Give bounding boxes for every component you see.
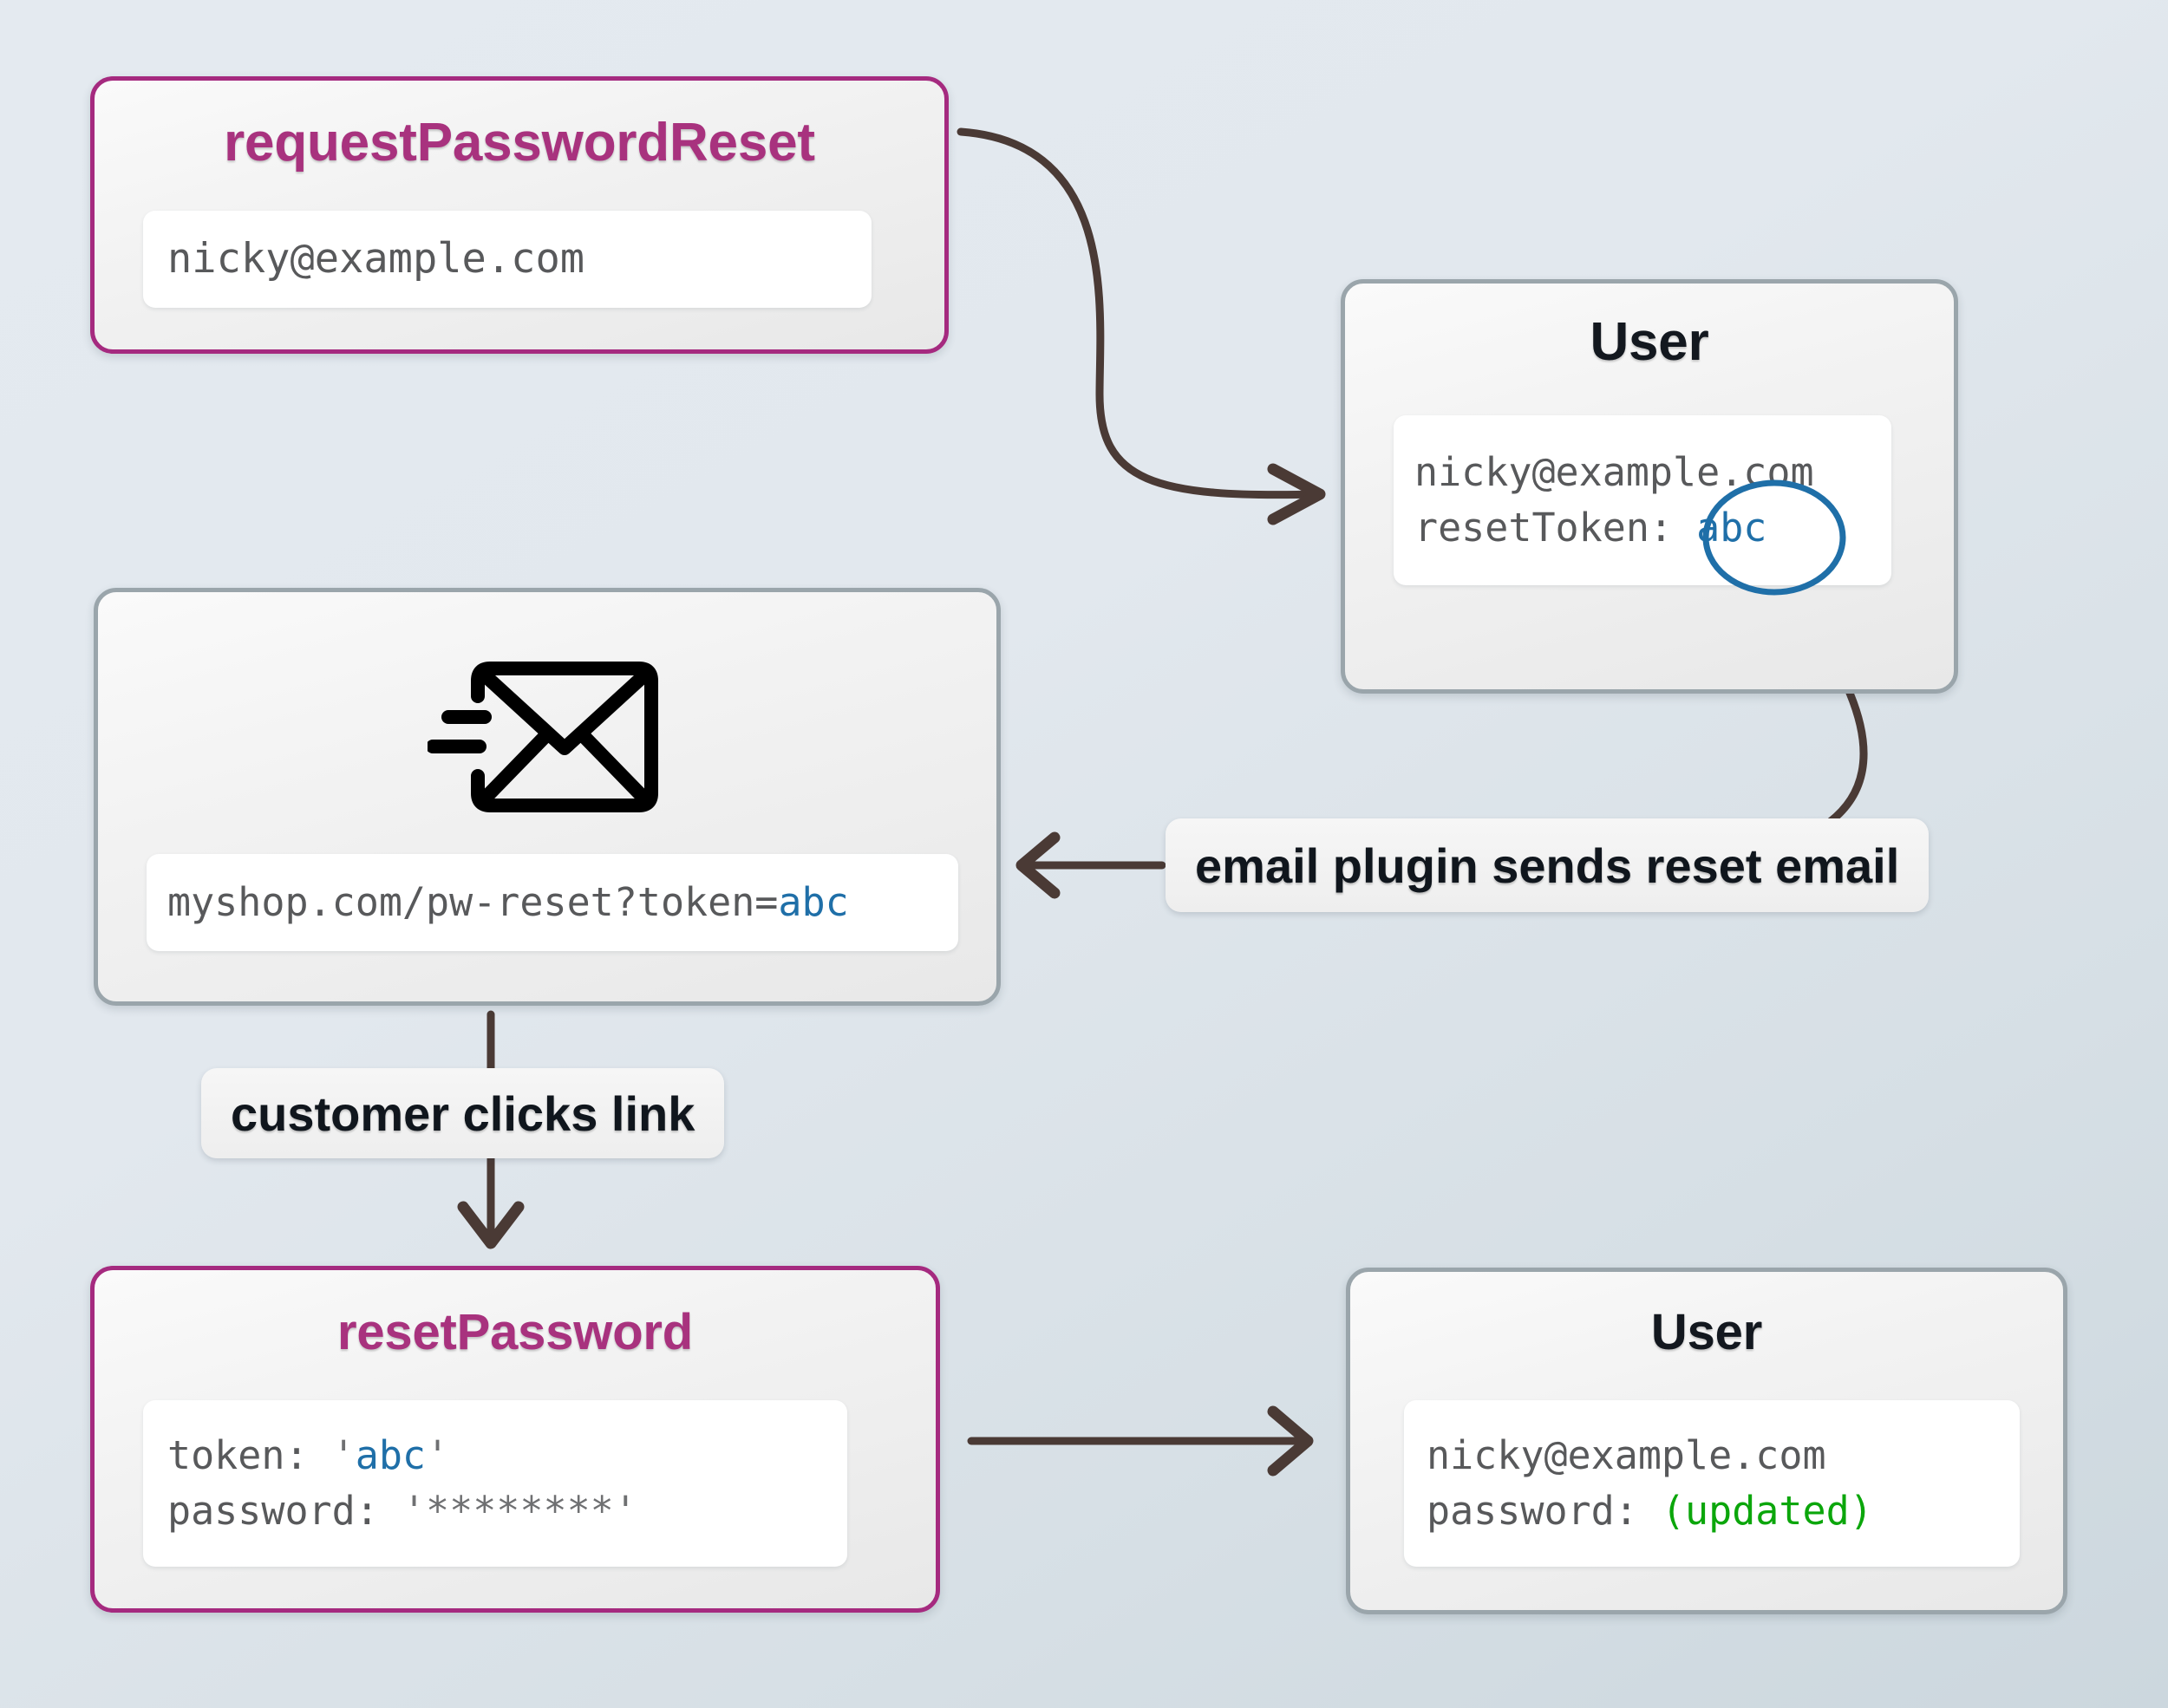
reset-token-value: abc [355, 1432, 427, 1479]
reset-password-label: password: [167, 1488, 402, 1534]
user-bottom-password-label: password: [1427, 1488, 1662, 1534]
node-request-password-reset[interactable]: requestPasswordReset nicky@example.com [90, 76, 949, 354]
email-reset-link-url: myshop.com/pw-reset?token= [167, 879, 779, 926]
email-reset-link-field[interactable]: myshop.com/pw-reset?token=abc [147, 854, 958, 951]
request-email-field[interactable]: nicky@example.com [143, 211, 872, 308]
reset-password-line: password: '********' [167, 1483, 847, 1539]
request-email-value: nicky@example.com [167, 234, 585, 283]
user-bottom-password-line: password: (updated) [1427, 1483, 2020, 1539]
user-bottom-email-value: nicky@example.com [1427, 1432, 1826, 1479]
edge-label-customer-clicks-link-text: customer clicks link [231, 1085, 695, 1141]
edge-plugin-to-email [1015, 831, 1166, 899]
edge-label-email-plugin: email plugin sends reset email [1166, 818, 1930, 912]
reset-token-label: token: [167, 1432, 332, 1479]
user-top-token-label: resetToken: [1414, 505, 1674, 551]
node-title-user-top: User [1590, 312, 1709, 372]
user-top-token-line: resetToken: abc [1414, 500, 1891, 556]
edge-request-to-user [957, 127, 1326, 525]
email-reset-link-line: myshop.com/pw-reset?token=abc [167, 875, 958, 930]
edge-label-customer-clicks-link: customer clicks link [201, 1068, 725, 1158]
user-top-email-value: nicky@example.com [1414, 449, 1814, 496]
user-bottom-record-field[interactable]: nicky@example.com password: (updated) [1404, 1400, 2020, 1567]
edge-label-email-plugin-text: email plugin sends reset email [1195, 838, 1900, 893]
node-title-request-password-reset: requestPasswordReset [224, 113, 815, 173]
email-reset-link-token: abc [778, 879, 849, 926]
user-bottom-password-value: (updated) [1661, 1488, 1873, 1534]
reset-token-line: token: 'abc' [167, 1428, 847, 1483]
node-email-message[interactable]: myshop.com/pw-reset?token=abc [94, 588, 1001, 1006]
user-top-record-field[interactable]: nicky@example.com resetToken: abc [1394, 415, 1891, 585]
reset-token-quote-close: ' [426, 1432, 450, 1479]
user-top-token-value: abc [1696, 505, 1767, 551]
edge-reset-to-user [967, 1405, 1314, 1477]
node-user-top[interactable]: User nicky@example.com resetToken: abc [1341, 279, 1958, 694]
send-email-icon [428, 662, 658, 812]
reset-token-quote-open: ' [331, 1432, 356, 1479]
node-reset-password[interactable]: resetPassword token: 'abc' password: '**… [90, 1266, 940, 1613]
reset-password-value: '********' [402, 1488, 637, 1534]
node-user-bottom[interactable]: User nicky@example.com password: (update… [1346, 1268, 2067, 1614]
reset-password-args-field[interactable]: token: 'abc' password: '********' [143, 1400, 847, 1567]
node-title-user-bottom: User [1650, 1304, 1763, 1360]
node-title-reset-password: resetPassword [336, 1304, 694, 1360]
